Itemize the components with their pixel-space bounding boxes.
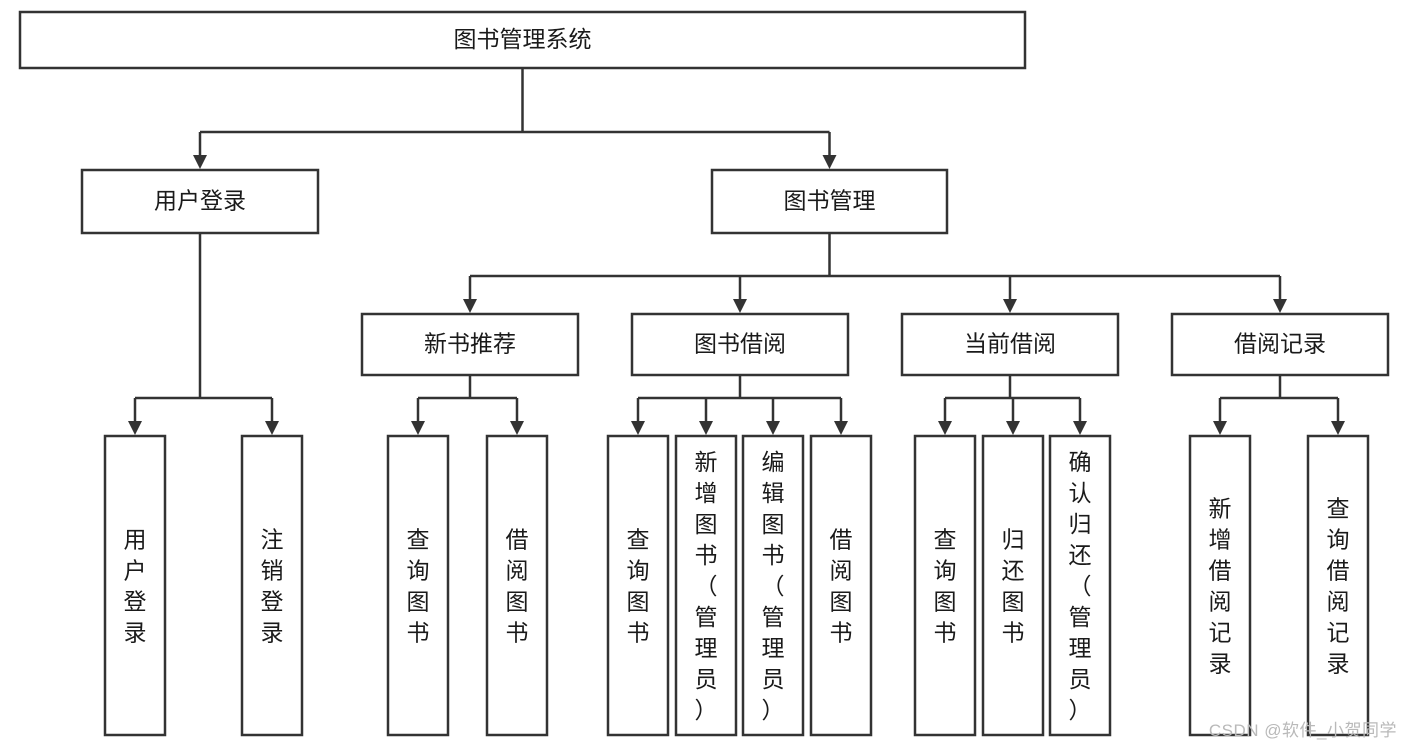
node-box bbox=[630, 312, 850, 377]
node-leaf-query-book-3[interactable]: 查询图书 bbox=[913, 434, 977, 737]
node-label: 当前借阅 bbox=[964, 331, 1056, 357]
node-n-user-login[interactable]: 用户登录 bbox=[80, 168, 320, 235]
node-label: 图书管理系统 bbox=[454, 26, 592, 52]
node-box bbox=[710, 168, 949, 235]
node-label: 查询图书 bbox=[627, 527, 650, 646]
arrow-head-icon bbox=[1213, 421, 1227, 435]
node-box bbox=[741, 434, 805, 737]
node-label: 查询图书 bbox=[934, 527, 957, 646]
node-box bbox=[913, 434, 977, 737]
node-label: 查询借阅记录 bbox=[1327, 496, 1350, 677]
connector-group-n-new-book-rec bbox=[411, 375, 524, 435]
connector-group-n-borrow-record bbox=[1213, 375, 1345, 435]
arrow-head-icon bbox=[128, 421, 142, 435]
node-box bbox=[1188, 434, 1252, 737]
arrow-head-icon bbox=[510, 421, 524, 435]
node-label: 借阅图书 bbox=[830, 527, 853, 646]
node-box bbox=[80, 168, 320, 235]
node-box bbox=[1306, 434, 1370, 737]
node-box bbox=[240, 434, 304, 737]
node-box bbox=[809, 434, 873, 737]
node-label: 新增借阅记录 bbox=[1209, 496, 1232, 677]
connector-group-root bbox=[193, 68, 837, 169]
node-leaf-borrow-book-2[interactable]: 借阅图书 bbox=[809, 434, 873, 737]
arrow-head-icon bbox=[834, 421, 848, 435]
node-label: 借阅图书 bbox=[506, 527, 529, 646]
arrow-head-icon bbox=[1073, 421, 1087, 435]
node-box bbox=[1170, 312, 1390, 377]
arrow-head-icon bbox=[265, 421, 279, 435]
node-n-new-book-rec[interactable]: 新书推荐 bbox=[360, 312, 580, 377]
node-label: 编辑图书（管理员） bbox=[762, 449, 785, 723]
node-leaf-query-book-1[interactable]: 查询图书 bbox=[386, 434, 450, 737]
connector-group-n-book-borrow bbox=[631, 375, 848, 435]
node-n-book-borrow[interactable]: 图书借阅 bbox=[630, 312, 850, 377]
node-label: 图书借阅 bbox=[694, 331, 786, 357]
node-label: 借阅记录 bbox=[1234, 331, 1326, 357]
node-leaf-edit-book[interactable]: 编辑图书（管理员） bbox=[741, 434, 805, 737]
node-leaf-logout[interactable]: 注销登录 bbox=[240, 434, 304, 737]
node-n-current-borrow[interactable]: 当前借阅 bbox=[900, 312, 1120, 377]
node-box bbox=[900, 312, 1120, 377]
node-label: 新增图书（管理员） bbox=[695, 449, 718, 723]
connector-group-n-book-manage bbox=[463, 233, 1287, 313]
node-box bbox=[103, 434, 167, 737]
connector-group-n-user-login bbox=[128, 233, 279, 435]
csdn-watermark: CSDN @软件_小贺同学 bbox=[1208, 721, 1397, 740]
node-label: 图书管理 bbox=[784, 188, 876, 214]
arrow-head-icon bbox=[631, 421, 645, 435]
node-label: 查询图书 bbox=[407, 527, 430, 646]
node-leaf-query-book-2[interactable]: 查询图书 bbox=[606, 434, 670, 737]
arrow-head-icon bbox=[463, 299, 477, 313]
arrow-head-icon bbox=[1331, 421, 1345, 435]
node-label: 用户登录 bbox=[154, 188, 246, 214]
node-label: 新书推荐 bbox=[424, 331, 516, 357]
node-layer: 图书管理系统用户登录图书管理新书推荐图书借阅当前借阅借阅记录用户登录注销登录查询… bbox=[18, 10, 1390, 737]
arrow-head-icon bbox=[1006, 421, 1020, 435]
node-leaf-return-book[interactable]: 归还图书 bbox=[981, 434, 1045, 737]
node-box bbox=[360, 312, 580, 377]
node-label: 注销登录 bbox=[261, 527, 284, 646]
node-label: 确认归还（管理员） bbox=[1069, 449, 1092, 723]
node-box bbox=[386, 434, 450, 737]
connector-layer bbox=[128, 68, 1345, 435]
node-box bbox=[674, 434, 738, 737]
node-box bbox=[18, 10, 1027, 70]
node-n-borrow-record[interactable]: 借阅记录 bbox=[1170, 312, 1390, 377]
node-box bbox=[1048, 434, 1112, 737]
arrow-head-icon bbox=[938, 421, 952, 435]
arrow-head-icon bbox=[411, 421, 425, 435]
node-leaf-query-record[interactable]: 查询借阅记录 bbox=[1306, 434, 1370, 737]
node-box bbox=[981, 434, 1045, 737]
node-box bbox=[606, 434, 670, 737]
node-leaf-confirm-return[interactable]: 确认归还（管理员） bbox=[1048, 434, 1112, 737]
node-n-book-manage[interactable]: 图书管理 bbox=[710, 168, 949, 235]
node-leaf-add-book[interactable]: 新增图书（管理员） bbox=[674, 434, 738, 737]
node-label: 用户登录 bbox=[124, 527, 147, 646]
arrow-head-icon bbox=[1003, 299, 1017, 313]
node-leaf-add-record[interactable]: 新增借阅记录 bbox=[1188, 434, 1252, 737]
connector-group-n-current-borrow bbox=[938, 375, 1087, 435]
arrow-head-icon bbox=[699, 421, 713, 435]
arrow-head-icon bbox=[766, 421, 780, 435]
arrow-head-icon bbox=[1273, 299, 1287, 313]
arrow-head-icon bbox=[822, 155, 837, 169]
node-leaf-user-login[interactable]: 用户登录 bbox=[103, 434, 167, 737]
arrow-head-icon bbox=[193, 155, 207, 169]
node-label: 归还图书 bbox=[1002, 527, 1025, 646]
node-leaf-borrow-book-1[interactable]: 借阅图书 bbox=[485, 434, 549, 737]
node-root[interactable]: 图书管理系统 bbox=[18, 10, 1027, 70]
node-box bbox=[485, 434, 549, 737]
arrow-head-icon bbox=[733, 299, 747, 313]
